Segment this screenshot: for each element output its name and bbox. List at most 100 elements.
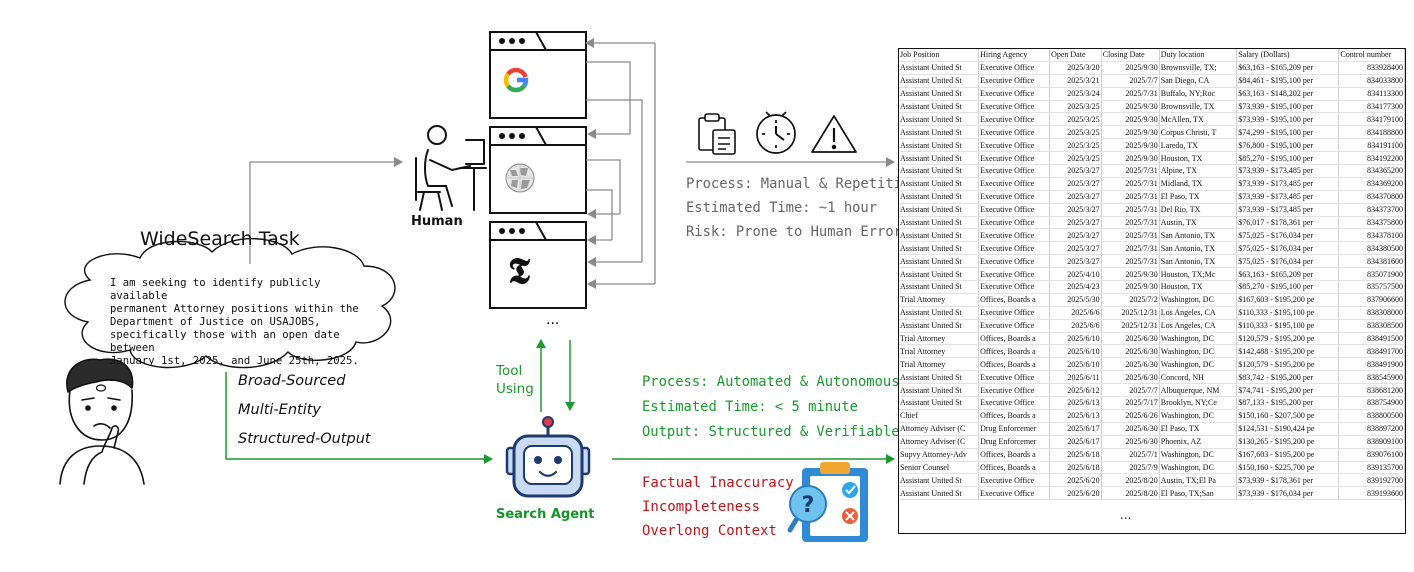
table-cell: $75,025 - $176,034 per <box>1236 228 1340 243</box>
table-cell: 839193600 <box>1338 486 1405 501</box>
table-cell: 2025/9/30 <box>1101 280 1160 294</box>
table-cell: 838308000 <box>1338 306 1405 320</box>
table-cell: 2025/9/30 <box>1101 61 1160 75</box>
query-line: Department of Justice on USAJOBS, <box>110 316 321 328</box>
table-cell: 2025/7/31 <box>1101 177 1160 191</box>
table-cell: Phoenix, AZ <box>1159 435 1238 449</box>
table-cell: 2025/12/31 <box>1101 319 1160 333</box>
table-cell: Offices, Boards a <box>978 461 1051 475</box>
table-cell: 2025/4/10 <box>1049 267 1102 282</box>
table-cell: 2025/6/10 <box>1049 357 1102 372</box>
table-cell: 834380500 <box>1338 241 1405 256</box>
table-cell: 2025/6/30 <box>1101 370 1160 385</box>
table-cell: 834177300 <box>1338 100 1405 114</box>
wikipedia-globe-icon <box>505 163 535 193</box>
table-cell: Austin, TX <box>1159 216 1238 230</box>
table-cell: $167,603 - $195,200 pe <box>1236 293 1340 307</box>
table-cell: Executive Office <box>978 228 1051 243</box>
feature-broad-sourced: Broad-Sourced <box>238 373 346 389</box>
table-cell: 2025/6/10 <box>1049 332 1102 346</box>
table-cell: 2025/3/27 <box>1049 190 1102 204</box>
table-cell: McAllen, TX <box>1159 112 1238 127</box>
table-cell: 2025/3/25 <box>1049 151 1102 166</box>
table-cell: 2025/3/25 <box>1049 112 1102 127</box>
table-cell: 2025/5/30 <box>1049 293 1102 307</box>
table-cell: Executive Office <box>978 87 1051 101</box>
table-cell: $73,939 - $173,485 per <box>1236 190 1340 204</box>
table-cell: Offices, Boards a <box>978 293 1051 307</box>
table-cell: $75,025 - $176,034 per <box>1236 254 1340 269</box>
table-cell: $84,461 - $195,100 per <box>1236 74 1340 88</box>
table-cell: Los Angeles, CA <box>1159 319 1238 333</box>
table-cell: $124,531 - $190,424 pe <box>1236 422 1340 436</box>
table-cell: Executive Office <box>978 177 1051 191</box>
table-cell: 2025/3/20 <box>1049 61 1102 75</box>
issue-factual-inaccuracy: Factual Inaccuracy <box>642 475 794 491</box>
table-cell: Concord, NH <box>1159 370 1238 385</box>
table-cell: $150,160 - $207,500 pe <box>1236 409 1340 423</box>
table-cell: Washington, DC <box>1159 448 1238 462</box>
feature-structured-output: Structured-Output <box>238 431 371 447</box>
thinking-person-icon <box>59 358 145 485</box>
table-cell: $120,579 - $195,200 pe <box>1236 357 1340 372</box>
table-cell: 2025/3/25 <box>1049 100 1102 114</box>
table-cell: Houston, TX <box>1159 280 1238 294</box>
table-cell: 838754900 <box>1338 396 1405 410</box>
table-cell: 2025/7/9 <box>1101 461 1160 475</box>
table-cell: Executive Office <box>978 473 1051 488</box>
table-cell: $73,939 - $173,485 per <box>1236 177 1340 191</box>
nytimes-t-logo-icon: 𝕿 <box>508 251 531 291</box>
table-cell: Assistant United St <box>899 61 980 75</box>
table-cell: 834033800 <box>1338 74 1405 88</box>
browser-window-google <box>489 31 587 119</box>
table-cell: $73,939 - $176,034 per <box>1236 486 1340 501</box>
table-cell: San Diego, CA <box>1159 74 1238 88</box>
table-cell: 2025/9/30 <box>1101 151 1160 166</box>
table-cell: 2025/3/25 <box>1049 125 1102 140</box>
table-cell: $130,265 - $195,200 pe <box>1236 435 1340 449</box>
tool-label-line: Using <box>496 381 534 397</box>
browser-window-nytimes: 𝕿 <box>489 221 587 309</box>
table-cell: 2025/6/20 <box>1049 473 1102 488</box>
table-cell: $63,163 - $148,202 per <box>1236 87 1340 101</box>
table-cell: Midland, TX <box>1159 177 1238 191</box>
table-cell: Albuquerque, NM <box>1159 383 1238 398</box>
table-cell: 834179100 <box>1338 112 1405 127</box>
table-cell: 2025/9/30 <box>1101 125 1160 140</box>
human-at-desk-icon <box>415 125 487 211</box>
table-cell: Houston, TX <box>1159 151 1238 166</box>
table-cell: 2025/6/30 <box>1101 332 1160 346</box>
feature-multi-entity: Multi-Entity <box>238 402 322 418</box>
table-cell: Assistant United St <box>899 151 980 166</box>
widesearch-task-title: WideSearch Task <box>140 228 300 250</box>
table-cell: Assistant United St <box>899 138 980 153</box>
table-cell: $73,939 - $173,485 per <box>1236 164 1340 178</box>
table-cell: Trial Attorney <box>899 332 980 346</box>
clipboard-icon <box>698 113 736 155</box>
table-cell: Executive Office <box>978 100 1051 114</box>
table-cell: Assistant United St <box>899 306 980 320</box>
table-cell: Assistant United St <box>899 125 980 140</box>
warning-icon <box>811 115 857 153</box>
table-cell: Assistant United St <box>899 267 980 282</box>
table-cell: 2025/6/30 <box>1101 344 1160 359</box>
table-cell: San Antonio, TX <box>1159 228 1238 243</box>
table-more-ellipsis: ... <box>1120 508 1132 522</box>
table-cell: $63,163 - $165,209 per <box>1236 267 1340 282</box>
table-cell: Houston, TX;Mc <box>1159 267 1238 282</box>
issue-incompleteness: Incompleteness <box>642 499 761 515</box>
table-cell: 834375800 <box>1338 216 1405 230</box>
human-label: Human <box>411 214 463 229</box>
table-cell: $85,270 - $195,100 per <box>1236 151 1340 166</box>
query-line: January 1st, 2025, and June 25th, 2025. <box>110 355 359 367</box>
table-cell: Executive Office <box>978 151 1051 166</box>
table-cell: 834373700 <box>1338 203 1405 217</box>
table-cell: Executive Office <box>978 125 1051 140</box>
